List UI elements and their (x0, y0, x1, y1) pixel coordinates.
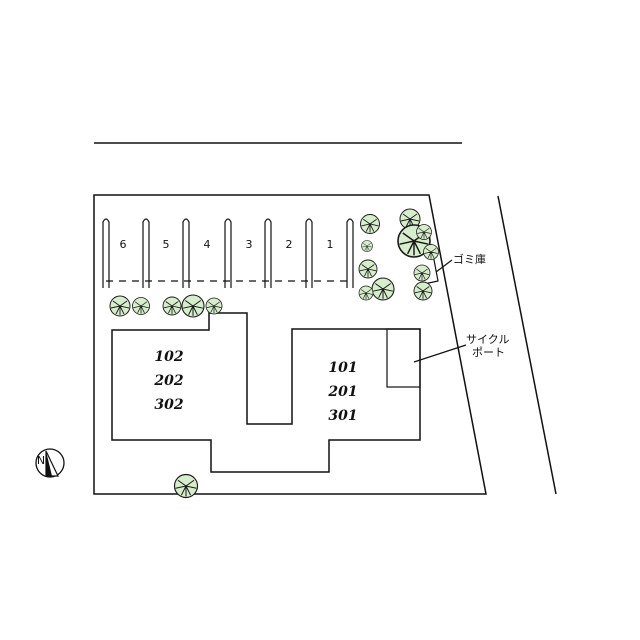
garbage-label-leader (435, 259, 453, 273)
tree-icon (358, 285, 374, 301)
tree-icon (109, 295, 131, 317)
north-arrow-icon: N (35, 448, 65, 478)
unit-number: 302 (154, 397, 183, 413)
parking-stall-label: 5 (163, 238, 170, 251)
tree-icon (358, 259, 378, 279)
tree-icon (361, 240, 373, 252)
building-outline (111, 312, 421, 473)
unit-number: 301 (328, 408, 357, 424)
north-letter: N (37, 454, 45, 467)
tree-icon (413, 264, 431, 282)
unit-number: 201 (327, 384, 357, 400)
right-building-units: 101 201 301 (327, 360, 357, 424)
parking-stall-label: 2 (286, 238, 293, 251)
tree-icon (371, 277, 395, 301)
parking-stall-label: 1 (327, 238, 334, 251)
cycle-port-label: ポート (472, 346, 505, 359)
cycle-port-label-leader (413, 344, 467, 363)
tree-icon (416, 224, 432, 240)
parking-stall-dividers (102, 218, 354, 288)
tree-icon (132, 297, 150, 315)
cycle-port-area (386, 328, 421, 388)
tree-icon (413, 281, 433, 301)
tree-icon (173, 473, 199, 499)
unit-number: 101 (328, 360, 357, 376)
tree-icon (205, 297, 223, 315)
tree-icon (162, 296, 182, 316)
tree-icon (360, 214, 380, 234)
unit-number: 202 (153, 373, 183, 389)
tree-icon (423, 244, 439, 260)
garbage-label: ゴミ庫 (453, 252, 486, 266)
left-building-units: 102 202 302 (153, 349, 183, 413)
parking-stall-label: 4 (204, 238, 211, 251)
road-line-right (497, 195, 557, 495)
parking-stall-labels: 6 5 4 3 2 1 (120, 238, 334, 251)
site-boundary (93, 194, 487, 495)
parking-stall-label: 3 (246, 238, 253, 251)
tree-icon (181, 294, 205, 318)
unit-number: 102 (154, 349, 183, 365)
parking-stall-label: 6 (120, 238, 127, 251)
cycle-port-label: サイクル (466, 333, 509, 346)
